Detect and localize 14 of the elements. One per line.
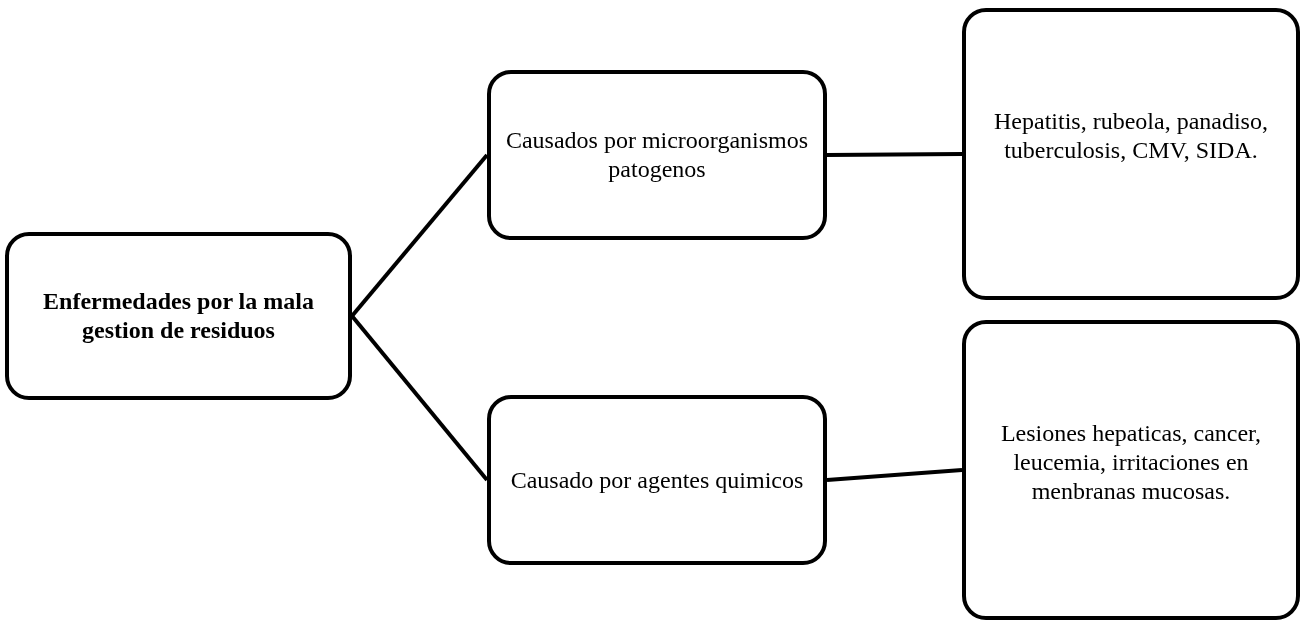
rounded-box [962,320,1300,620]
box-text: Hepatitis, rubeola, panadiso, tuberculosis, CMV, SIDA. [993,107,1269,165]
box-text: Causados por microorganismos patogenos [505,126,809,184]
rounded-box [487,70,827,240]
box-text: Causado por agentes quimicos [510,465,804,495]
rounded-box [5,232,352,400]
connector-line [826,468,963,482]
connector-line [827,152,962,157]
connector-line [350,153,489,318]
box-text: Lesiones hepaticas, cancer, leucemia, irritaciones en menbranas mucosas. [999,419,1263,506]
box-text: Enfermedades por la mala gestion de residuos [42,287,315,345]
rounded-box [487,395,827,565]
connector-line [350,314,489,482]
rounded-box [962,8,1300,300]
